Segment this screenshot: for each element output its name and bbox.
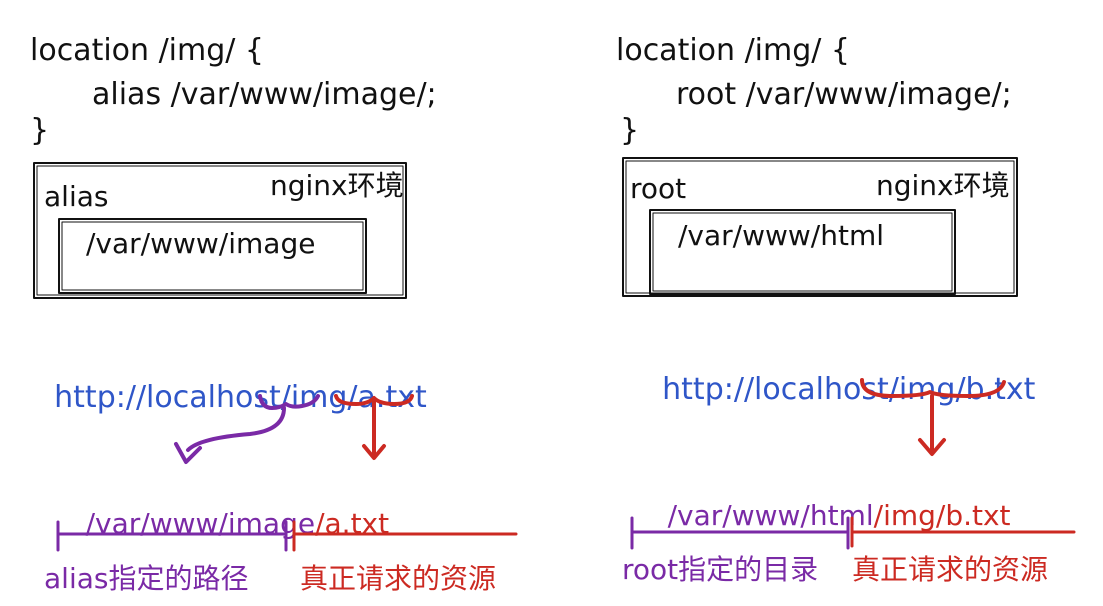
- right-url-resource: /img/b.txt: [888, 372, 1036, 407]
- right-box-label: root: [630, 172, 687, 205]
- left-code-line-2: alias /var/www/image/;: [92, 77, 437, 112]
- right-result-resource: /img/b.txt: [873, 499, 1011, 532]
- right-nginx-box: [622, 157, 1018, 297]
- left-url-resource: a.txt: [357, 380, 427, 415]
- left-code-line-1: location /img/ {: [30, 33, 265, 68]
- left-request-url: http://localhost/img/a.txt: [16, 353, 427, 443]
- left-path-box-inner: [61, 221, 364, 291]
- right-box-env: nginx环境: [876, 169, 1010, 202]
- right-red-brace: [860, 378, 1006, 398]
- left-purple-arrowhead: [174, 442, 202, 464]
- left-note-mapped: alias指定的路径: [44, 562, 249, 595]
- right-purple-underline: [630, 516, 850, 550]
- right-red-arrowhead: [918, 438, 946, 456]
- left-note-resource: 真正请求的资源: [300, 562, 497, 595]
- left-box-label: alias: [44, 180, 109, 213]
- left-box-inner-path: /var/www/image: [86, 227, 316, 260]
- left-purple-brace: [258, 394, 320, 410]
- left-nginx-box: [33, 162, 407, 299]
- left-purple-arrow: [186, 406, 286, 452]
- right-code-line-2: root /var/www/image/;: [676, 77, 1012, 112]
- left-purple-underline: [56, 520, 288, 552]
- right-request-url: http://localhost/img/b.txt: [624, 345, 1035, 435]
- right-code-line-1: location /img/ {: [616, 33, 851, 68]
- right-url-prefix: http://localhost: [662, 372, 889, 407]
- right-result-mapped: /var/www/html: [667, 499, 874, 532]
- left-code-line-3: }: [30, 113, 50, 148]
- right-path-box-inner: [652, 212, 953, 292]
- right-note-mapped: root指定的目录: [622, 553, 819, 586]
- right-result-path: /var/www/html/img/b.txt: [632, 474, 1011, 558]
- right-box-inner-path: /var/www/html: [678, 219, 885, 252]
- right-red-underline: [850, 516, 1076, 548]
- left-red-underline: [292, 520, 518, 552]
- left-url-prefix: http://localhost/img/: [54, 380, 358, 415]
- left-red-arrowhead: [362, 444, 386, 460]
- right-code-line-3: }: [620, 113, 640, 148]
- right-path-box: [649, 209, 956, 295]
- left-box-env: nginx环境: [270, 169, 404, 202]
- left-path-box: [58, 218, 367, 294]
- left-nginx-box-inner: [36, 165, 404, 296]
- right-note-resource: 真正请求的资源: [852, 553, 1049, 586]
